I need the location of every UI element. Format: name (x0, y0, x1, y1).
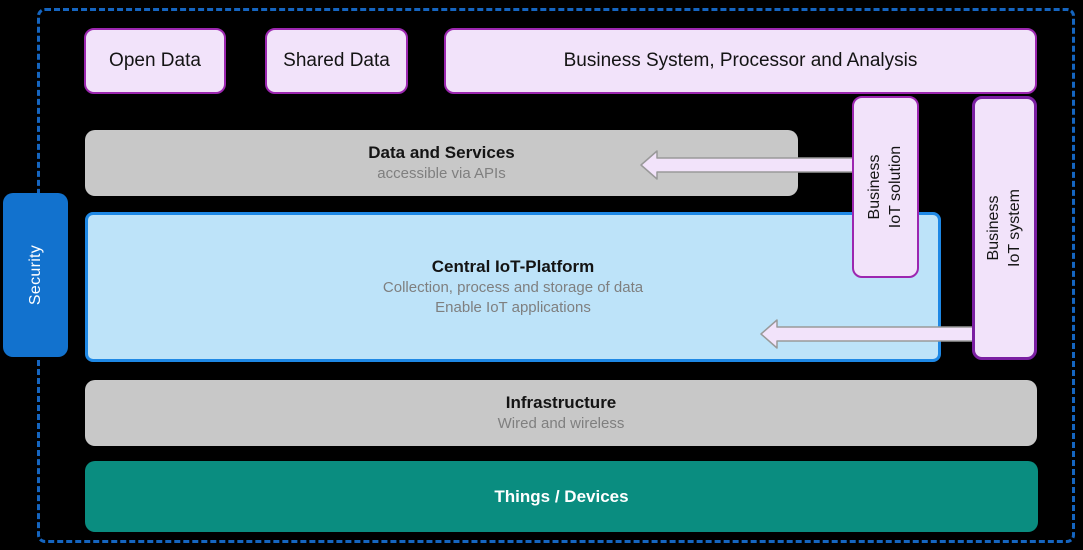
infrastructure-subtitle: Wired and wireless (497, 414, 625, 432)
business-iot-solution-line1: Business (865, 154, 883, 220)
infrastructure-title: Infrastructure (505, 392, 617, 412)
business-iot-system-label: Business IoT system (984, 189, 1026, 267)
arrow-left-system-icon (760, 319, 974, 349)
business-system-box: Business System, Processor and Analysis (444, 28, 1037, 94)
business-iot-solution-box: Business IoT solution (852, 96, 919, 278)
things-devices-box: Things / Devices (85, 461, 1038, 532)
things-devices-title: Things / Devices (494, 486, 629, 506)
security-label: Security (26, 244, 44, 306)
open-data-box: Open Data (84, 28, 226, 94)
shared-data-box: Shared Data (265, 28, 408, 94)
infrastructure-box: Infrastructure Wired and wireless (85, 380, 1037, 446)
security-box: Security (3, 193, 68, 357)
open-data-label: Open Data (109, 50, 201, 71)
business-iot-solution-label: Business IoT solution (865, 146, 907, 228)
central-iot-platform-subtitle-2: Enable IoT applications (435, 299, 591, 317)
business-iot-system-box: Business IoT system (972, 96, 1037, 360)
central-iot-platform-subtitle-1: Collection, process and storage of data (382, 278, 644, 296)
data-services-subtitle: accessible via APIs (377, 164, 506, 182)
central-iot-platform-title: Central IoT-Platform (431, 256, 595, 276)
shared-data-label: Shared Data (283, 50, 390, 71)
data-services-title: Data and Services (368, 142, 515, 162)
arrow-left-solution-icon (640, 150, 854, 180)
business-iot-system-line1: Business (984, 195, 1002, 261)
business-iot-system-line2: IoT system (1005, 189, 1023, 267)
central-iot-platform-box: Central IoT-Platform Collection, process… (85, 212, 941, 362)
business-system-label: Business System, Processor and Analysis (563, 50, 918, 71)
business-iot-solution-line2: IoT solution (886, 145, 904, 229)
